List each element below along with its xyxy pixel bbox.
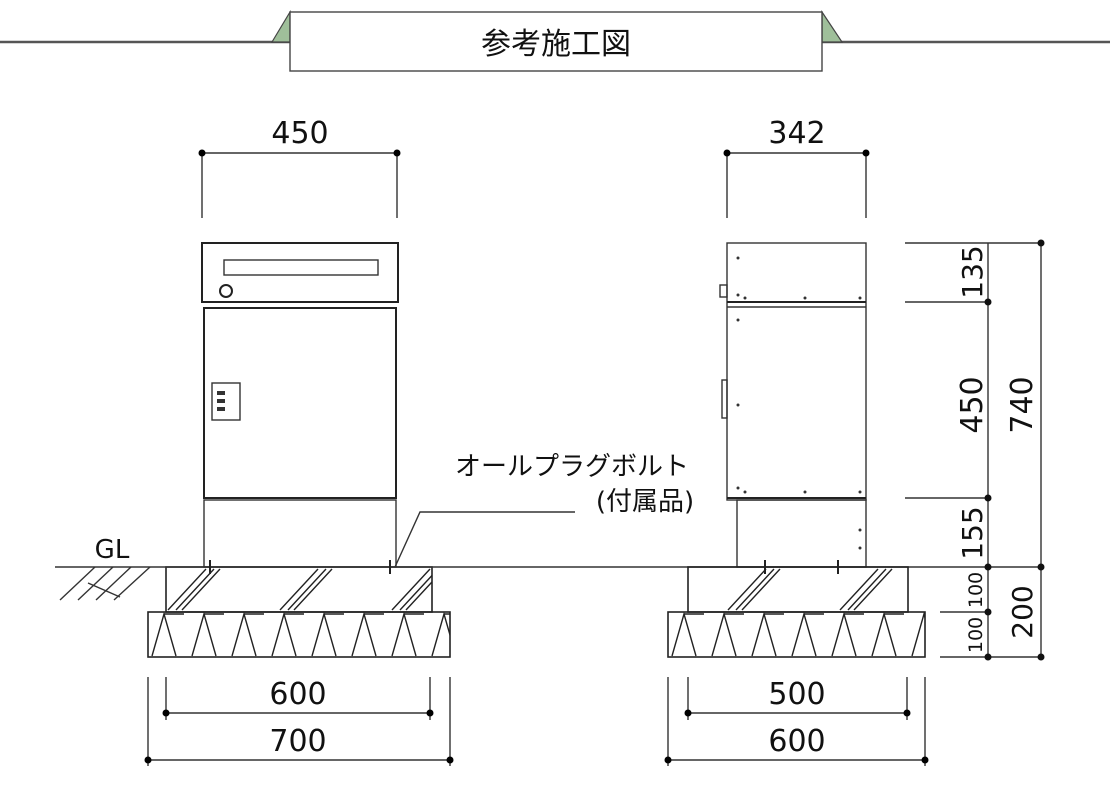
side-gravel-footing xyxy=(667,611,926,658)
header-box xyxy=(289,11,823,72)
bolt-callout: オールプラグボルト (付属品) xyxy=(209,452,694,574)
dim-base-155: 155 xyxy=(956,506,989,559)
dim-top-135: 135 xyxy=(956,245,989,298)
mailbox-base xyxy=(203,499,397,568)
dim-concrete-lower: 100 xyxy=(965,617,987,653)
side-body xyxy=(726,242,867,501)
header-left-tab xyxy=(270,9,291,43)
dim-concrete-upper: 100 xyxy=(965,572,987,608)
side-concrete-slab xyxy=(687,566,909,613)
dim-total-740: 740 xyxy=(1005,376,1040,433)
mailbox-top xyxy=(201,242,399,303)
dim-door-450: 450 xyxy=(955,376,990,433)
front-base-outer-dim: 700 xyxy=(269,724,326,759)
dim-foundation-200: 200 xyxy=(1006,585,1039,638)
mailbox-door xyxy=(203,307,397,499)
callout-line1: オールプラグボルト xyxy=(455,452,689,482)
dial-lock xyxy=(211,382,241,421)
key-lock-icon xyxy=(219,284,233,298)
concrete-slab xyxy=(165,566,433,613)
callout-line2: (付属品) xyxy=(596,487,694,517)
mail-slot xyxy=(223,259,379,276)
gravel-footing xyxy=(147,611,451,658)
side-view: 342 500 600 xyxy=(664,116,929,766)
front-width-dim: 450 xyxy=(271,116,328,151)
header: 参考施工図 xyxy=(0,9,1110,72)
side-base-outer-dim: 600 xyxy=(768,724,825,759)
front-base-inner-dim: 600 xyxy=(269,677,326,712)
height-dimensions: 135 450 155 740 100 100 200 xyxy=(905,239,1045,661)
side-base-inner-dim: 500 xyxy=(768,677,825,712)
side-width-dim: 342 xyxy=(768,116,825,151)
header-right-tab xyxy=(821,10,844,43)
page-title: 参考施工図 xyxy=(481,27,631,62)
side-base xyxy=(736,499,867,568)
front-view: 450 600 700 xyxy=(144,116,454,766)
ground-level-label: GL xyxy=(95,535,130,565)
